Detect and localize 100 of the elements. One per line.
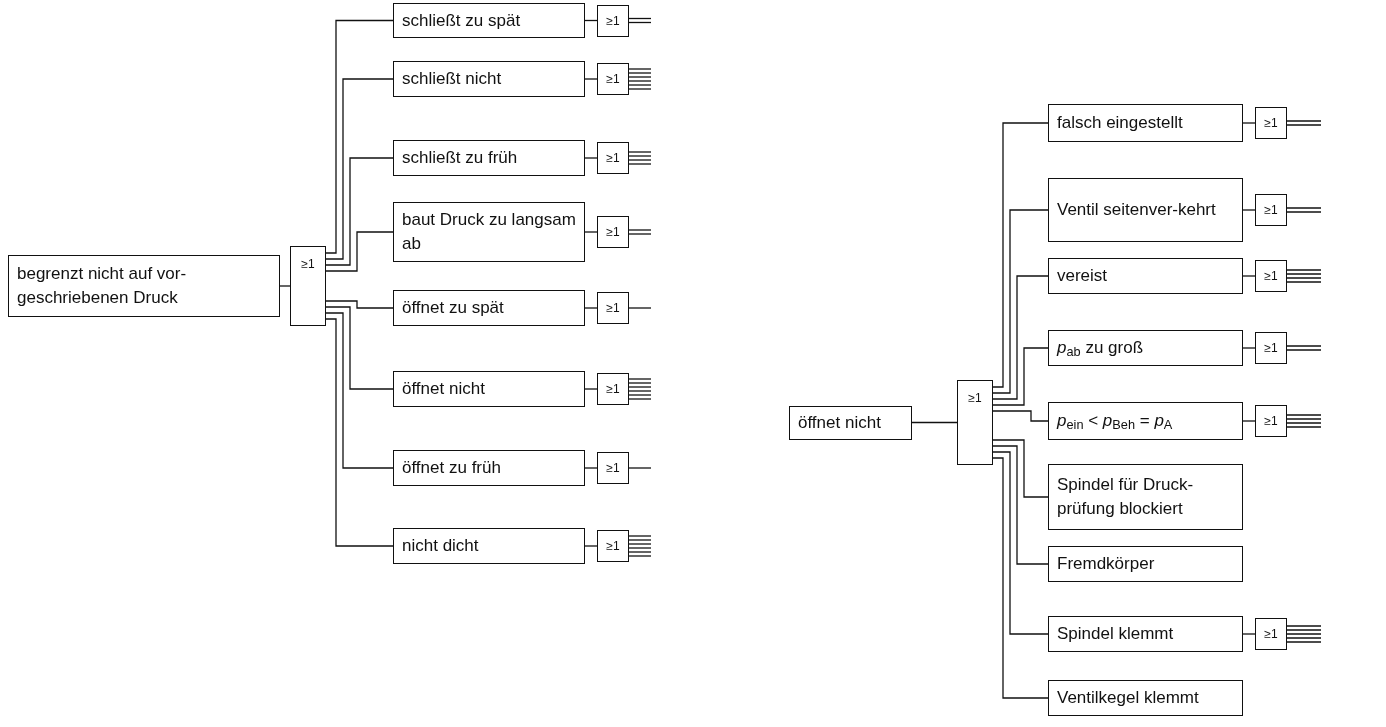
- connector-line: [992, 410, 1049, 422]
- connector-line: [992, 439, 1049, 498]
- event-label: schließt nicht: [402, 68, 502, 90]
- or-gate-box: [597, 216, 629, 248]
- gate-symbol: ≥1: [1264, 202, 1278, 219]
- event-box: [1048, 330, 1243, 366]
- or-gate-box: [957, 380, 993, 465]
- gate-symbol: ≥1: [606, 12, 620, 30]
- event-box: [393, 202, 585, 262]
- event-label: p$_{ein}$ < p$_{Beh}$ = p$_{A}$: [1057, 410, 1173, 433]
- or-gate-box: [597, 4, 629, 37]
- open-branch-line: [1286, 281, 1322, 283]
- connector-line: [1242, 420, 1256, 422]
- open-branch-line: [628, 233, 652, 235]
- or-gate-box: [597, 292, 629, 324]
- open-branch-line: [628, 551, 652, 553]
- event-box: [789, 406, 912, 440]
- event-label: schließt zu früh: [402, 147, 518, 169]
- open-branch-line: [628, 386, 652, 388]
- event-label: öffnet nicht: [798, 412, 881, 434]
- open-branch-line: [628, 467, 652, 469]
- open-branch-line: [628, 159, 652, 161]
- or-gate-box: [597, 373, 629, 405]
- connector-line: [1242, 275, 1256, 277]
- event-label: Ventilkegel klemmt: [1057, 687, 1199, 709]
- or-gate-box: [1255, 618, 1287, 650]
- event-box: [1048, 546, 1243, 582]
- open-branch-line: [1286, 633, 1322, 635]
- gate-symbol: ≥1: [606, 71, 620, 88]
- event-box: [8, 255, 280, 317]
- open-branch-line: [628, 555, 652, 557]
- connector-line: [992, 445, 1049, 565]
- event-box: [1048, 616, 1243, 652]
- or-gate-box: [597, 63, 629, 95]
- event-box: [393, 450, 585, 486]
- open-branch-line: [628, 72, 652, 74]
- open-branch-line: [1286, 625, 1322, 627]
- event-label: baut Druck zu langsam ab: [402, 209, 576, 255]
- event-box: [393, 140, 585, 176]
- event-label: öffnet zu spät: [402, 297, 504, 319]
- gate-symbol: ≥1: [1264, 268, 1278, 285]
- connector-line: [584, 545, 598, 547]
- event-box: [1048, 402, 1243, 440]
- event-label: nicht dicht: [402, 535, 479, 557]
- connector-line: [584, 307, 598, 309]
- gate-symbol: ≥1: [606, 300, 620, 317]
- open-branch-line: [628, 398, 652, 400]
- gate-symbol: ≥1: [301, 256, 315, 273]
- event-box: [393, 528, 585, 564]
- open-branch-line: [1286, 641, 1322, 643]
- event-box: [1048, 464, 1243, 530]
- connector-line: [584, 467, 598, 469]
- open-branch-line: [628, 539, 652, 541]
- gate-symbol: ≥1: [606, 381, 620, 398]
- or-gate-box: [1255, 332, 1287, 364]
- open-branch-line: [628, 535, 652, 537]
- open-branch-line: [1286, 207, 1322, 209]
- connector-line: [911, 421, 958, 424]
- connector-line: [584, 157, 598, 159]
- connector-line: [992, 275, 1049, 400]
- gate-symbol: ≥1: [1264, 626, 1278, 643]
- open-branch-line: [628, 151, 652, 153]
- event-box: [1048, 104, 1243, 142]
- connector-line: [325, 300, 394, 309]
- open-branch-line: [628, 382, 652, 384]
- connector-line: [279, 285, 291, 287]
- open-branch-line: [1286, 345, 1322, 347]
- event-box: [393, 290, 585, 326]
- open-branch-line: [1286, 273, 1322, 275]
- connector-line: [992, 347, 1049, 406]
- open-branch-line: [628, 68, 652, 70]
- open-branch-line: [1286, 422, 1322, 424]
- open-branch-line: [1286, 124, 1322, 126]
- open-branch-line: [1286, 120, 1322, 122]
- connector-line: [584, 78, 598, 80]
- open-branch-line: [628, 390, 652, 392]
- connector-line: [992, 122, 1049, 388]
- event-label: Ventil seitenver-kehrt: [1057, 199, 1216, 221]
- open-branch-line: [1286, 277, 1322, 279]
- or-gate-box: [1255, 260, 1287, 292]
- gate-symbol: ≥1: [606, 150, 620, 167]
- connector-line: [1242, 209, 1256, 211]
- connector-line: [325, 231, 394, 272]
- open-branch-line: [1286, 211, 1322, 213]
- open-branch-line: [628, 76, 652, 78]
- open-branch-line: [628, 547, 652, 549]
- gate-symbol: ≥1: [606, 538, 620, 555]
- open-branch-line: [1286, 637, 1322, 639]
- connector-line: [584, 388, 598, 390]
- open-branch-line: [1286, 349, 1322, 351]
- gate-symbol: ≥1: [606, 460, 620, 477]
- event-label: öffnet zu früh: [402, 457, 501, 479]
- connector-line: [1242, 122, 1256, 124]
- event-label: Fremdkörper: [1057, 553, 1155, 575]
- open-branch-line: [628, 17, 652, 20]
- open-branch-line: [1286, 629, 1322, 631]
- open-branch-line: [1286, 418, 1322, 420]
- event-label: vereist: [1057, 265, 1108, 287]
- gate-symbol: ≥1: [1264, 340, 1278, 357]
- connector-line: [992, 209, 1049, 394]
